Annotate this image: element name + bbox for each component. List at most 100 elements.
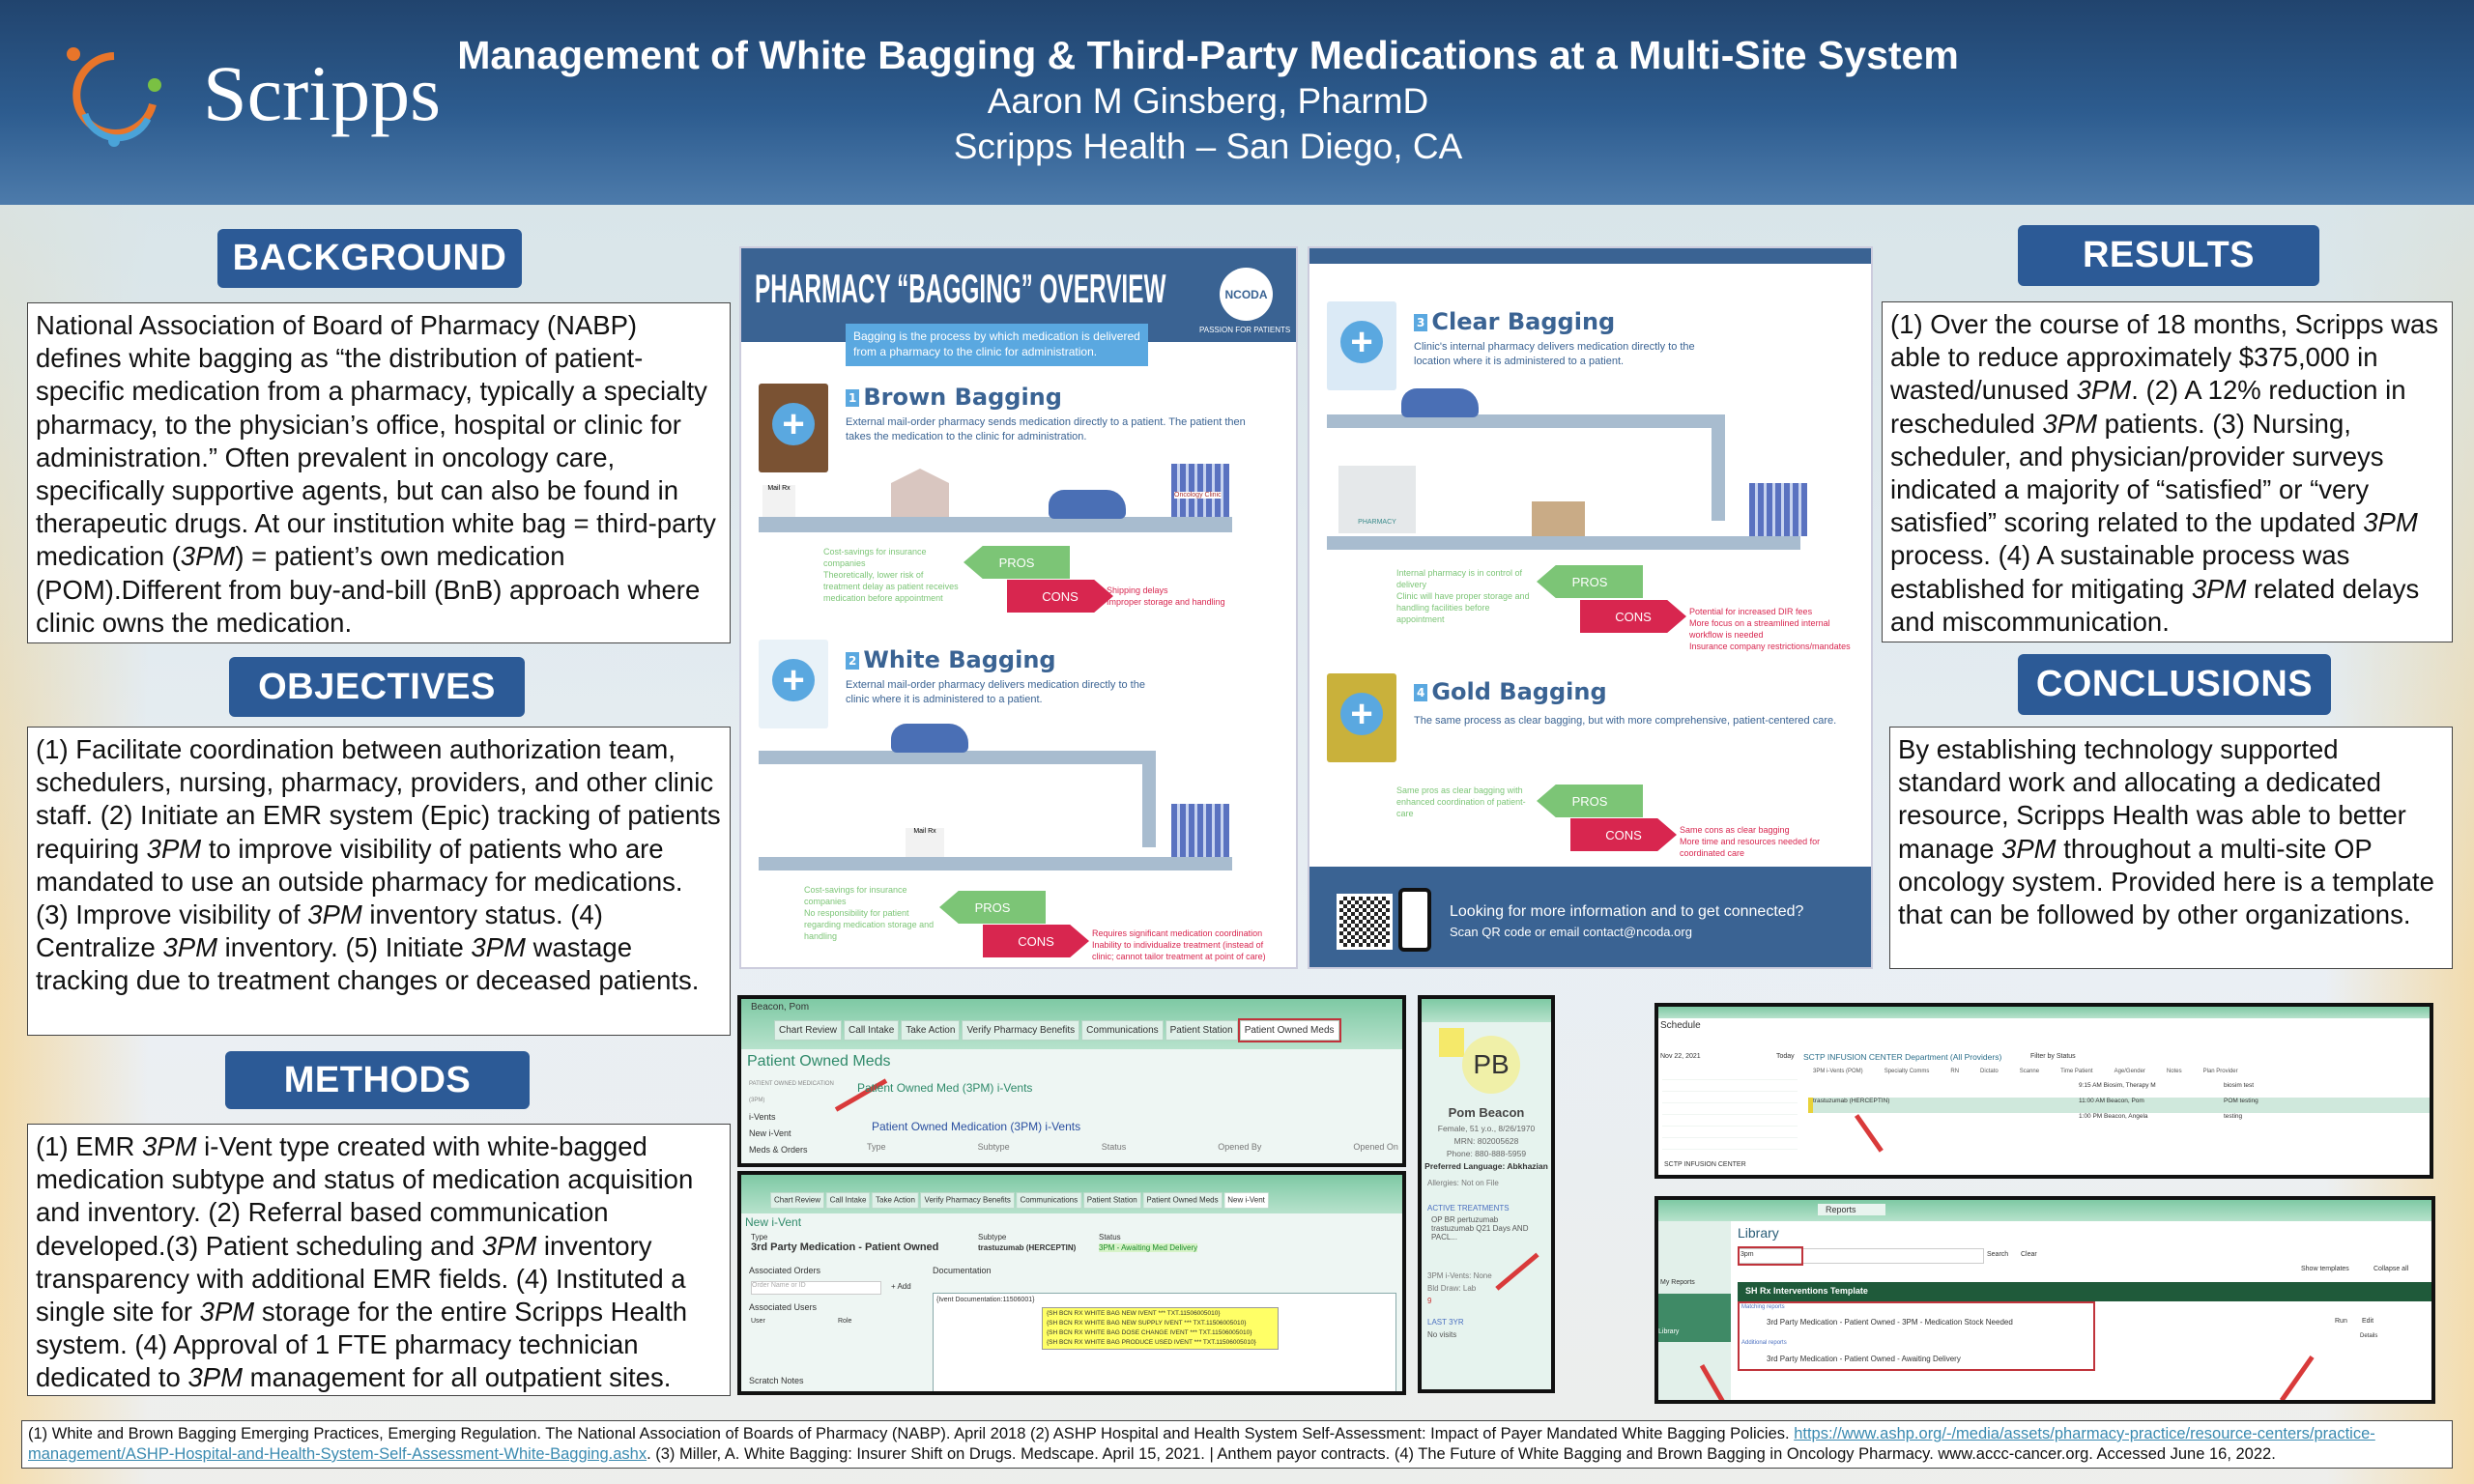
cons-arrow: CONS: [1007, 580, 1113, 613]
pros-arrow: PROS: [1537, 565, 1643, 598]
add-order-button[interactable]: + Add: [891, 1282, 911, 1291]
dept-field[interactable]: SCTP INFUSION CENTER: [1664, 1161, 1746, 1168]
sticky-note-icon: [1439, 1028, 1464, 1057]
scratch-notes-label: Scratch Notes: [749, 1376, 804, 1385]
clinic-building-icon: [1171, 804, 1229, 857]
bagging-overview-panel-left: PHARMACY “BAGGING” OVERVIEW NCODA PASSIO…: [739, 246, 1298, 969]
avatar: PB: [1462, 1036, 1520, 1094]
road: [1327, 536, 1800, 550]
report-awaiting-delivery[interactable]: 3rd Party Medication - Patient Owned - A…: [1767, 1355, 1961, 1363]
library-title: Library: [1738, 1225, 1779, 1241]
results-text: (1) Over the course of 18 months, Scripp…: [1882, 301, 2453, 642]
report-stock-needed[interactable]: 3rd Party Medication - Patient Owned - 3…: [1767, 1318, 2013, 1327]
clinic-building-icon: [1749, 483, 1807, 536]
road: [1142, 751, 1156, 847]
schedule-date[interactable]: Nov 22, 2021: [1660, 1053, 1701, 1060]
gold-bag-icon: [1327, 673, 1396, 762]
highlight-box: [1738, 1246, 1803, 1266]
tab-patient-station[interactable]: Patient Station: [1082, 1192, 1141, 1209]
smartlist-popup[interactable]: {SH BCN RX WHITE BAG NEW IVENT *** TXT.1…: [1042, 1307, 1279, 1350]
show-templates-checkbox[interactable]: Show templates: [2301, 1266, 2349, 1272]
search-button[interactable]: Search: [1987, 1251, 2009, 1258]
order-search-input[interactable]: Order Name or ID: [751, 1281, 881, 1295]
patient-tab: Beacon, Pom: [751, 1002, 810, 1013]
my-reports-nav[interactable]: My Reports: [1660, 1279, 1695, 1286]
department-header: SCTP INFUSION CENTER Department (All Pro…: [1803, 1052, 2002, 1062]
brown-bag-icon: [759, 384, 828, 472]
tab-new-ivent[interactable]: New i-Vent: [1223, 1192, 1269, 1209]
edit-button[interactable]: Edit: [2362, 1318, 2374, 1325]
background-heading: BACKGROUND: [217, 229, 522, 288]
reports-side-nav: My Reports Library: [1658, 1221, 1731, 1400]
tab-take-action[interactable]: Take Action: [872, 1192, 919, 1209]
additional-reports-label: Additional reports: [1741, 1340, 1787, 1346]
table-row[interactable]: trastuzumab (HERCEPTIN)11:00 AM Beacon, …: [1808, 1098, 2430, 1113]
role-col: Role: [838, 1318, 852, 1325]
today-button[interactable]: Today: [1776, 1053, 1795, 1060]
visits: No visits: [1427, 1330, 1457, 1339]
gold-bagging-desc: The same process as clear bagging, but w…: [1414, 715, 1837, 727]
tab-call-intake[interactable]: Call Intake: [844, 1020, 900, 1041]
tab-call-intake[interactable]: Call Intake: [825, 1192, 871, 1209]
tab-chart-review[interactable]: Chart Review: [774, 1020, 843, 1041]
pom-subheading: Patient Owned Medication (3PM) i-Vents: [872, 1120, 1081, 1133]
house-icon: [891, 469, 949, 517]
filter-by-status[interactable]: Filter by Status: [2030, 1053, 2076, 1060]
type-value: 3rd Party Medication - Patient Owned: [751, 1241, 939, 1253]
methods-text: (1) EMR 3PM i-Vent type created with whi…: [27, 1124, 731, 1396]
tab-chart-review[interactable]: Chart Review: [770, 1192, 825, 1209]
subtype-label: Subtype: [978, 1233, 1007, 1241]
clinic-label: Oncology Clinic: [1174, 492, 1222, 499]
details-link[interactable]: Details: [2360, 1333, 2378, 1339]
ashp-link[interactable]: https://www.ashp.org/-/media/assets/phar…: [28, 1425, 2375, 1463]
mini-calendar[interactable]: [1662, 1069, 1798, 1156]
patient-name: Pom Beacon: [1448, 1105, 1525, 1120]
brown-bagging-desc: External mail-order pharmacy sends medic…: [846, 416, 1246, 442]
tab-communications[interactable]: Communications: [1081, 1020, 1164, 1041]
tab-patient-owned-meds[interactable]: Patient Owned Meds: [1142, 1192, 1223, 1209]
clinic-building-icon: [1171, 464, 1229, 517]
ncoda-logo: NCODA: [1220, 268, 1273, 321]
tab-patient-station[interactable]: Patient Station: [1165, 1020, 1238, 1041]
clear-button[interactable]: Clear: [2021, 1251, 2037, 1258]
epic-storyboard-screenshot: PB Pom Beacon Female, 51 y.o., 8/26/1970…: [1418, 995, 1555, 1393]
pom-heading: Patient Owned Med (3PM) i-Vents: [857, 1081, 1033, 1095]
clear-bag-icon: [1327, 301, 1396, 390]
active-treatments-label: ACTIVE TREATMENTS: [1427, 1204, 1510, 1213]
library-nav[interactable]: Library: [1658, 1294, 1731, 1342]
tab-communications[interactable]: Communications: [1016, 1192, 1082, 1209]
author: Aaron M Ginsberg, PharmD: [987, 81, 1429, 121]
tab-patient-owned-meds[interactable]: Patient Owned Meds: [1237, 1018, 1341, 1042]
conclusions-text: By establishing technology supported sta…: [1889, 727, 2453, 969]
package-icon: [1532, 501, 1585, 538]
tab-verify-benefits[interactable]: Verify Pharmacy Benefits: [962, 1020, 1080, 1041]
collapse-button[interactable]: Collapse all: [2373, 1266, 2409, 1272]
road: [759, 517, 1232, 532]
doc-text: {Ivent Documentation:11506001}: [936, 1297, 1035, 1303]
tab-take-action[interactable]: Take Action: [901, 1020, 961, 1041]
objectives-heading: OBJECTIVES: [229, 657, 525, 717]
tab-verify-benefits[interactable]: Verify Pharmacy Benefits: [920, 1192, 1015, 1209]
reference-text: . (3) Miller, A. White Bagging: Insurer …: [647, 1445, 2276, 1463]
reports-tab[interactable]: Reports: [1818, 1204, 1885, 1215]
documentation-editor[interactable]: {Ivent Documentation:11506001} {SH BCN R…: [933, 1293, 1396, 1391]
road: [759, 857, 1232, 870]
qr-code-icon: [1337, 894, 1393, 950]
reports-toolbar: [1658, 1200, 2431, 1221]
poster-header: Scripps Management of White Bagging & Th…: [0, 0, 2474, 205]
run-button[interactable]: Run: [2335, 1318, 2347, 1325]
